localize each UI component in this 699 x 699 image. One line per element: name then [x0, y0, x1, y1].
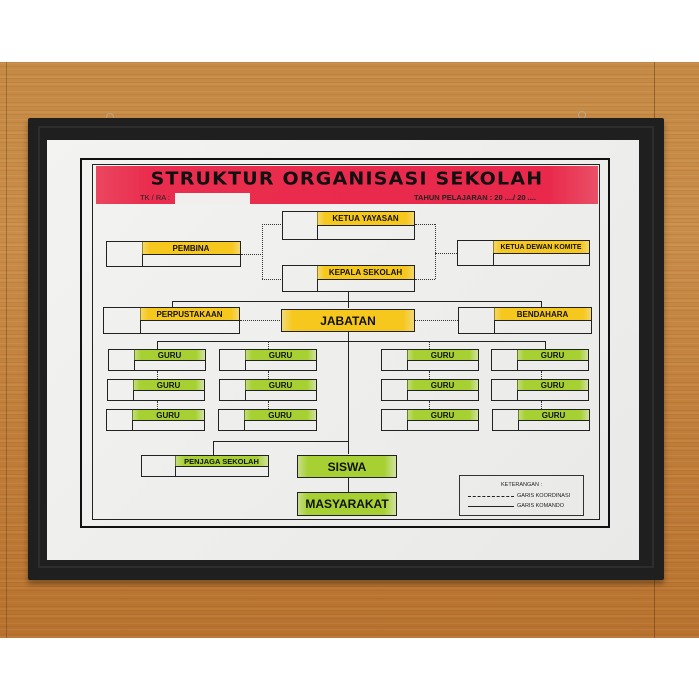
node-guru: GURU — [381, 349, 479, 371]
node-label: GURU — [517, 350, 588, 361]
node-label: GURU — [245, 350, 316, 361]
node-label: GURU — [517, 380, 588, 391]
node-label: PENJAGA SEKOLAH — [175, 456, 268, 467]
legend-box: KETERANGAN : GARIS KOORDINASI GARIS KOMA… — [459, 475, 584, 516]
node-label: PERPUSTAKAAN — [140, 308, 239, 321]
node-guru: GURU — [491, 379, 589, 401]
coordination-line — [435, 253, 457, 254]
dashed-line-icon — [468, 495, 514, 497]
command-line — [545, 341, 547, 349]
command-line — [213, 441, 349, 443]
coordination-line — [415, 279, 435, 280]
node-guru: GURU — [219, 379, 317, 401]
command-line — [157, 341, 546, 343]
coordination-line — [429, 341, 430, 349]
command-line — [348, 332, 350, 454]
academic-year-label: TAHUN PELAJARAN : 20 ..../ 20 .... — [414, 193, 536, 202]
node-bendahara: BENDAHARA — [458, 307, 592, 334]
node-label: GURU — [132, 410, 204, 421]
node-label: GURU — [407, 350, 478, 361]
node-label: KETUA DEWAN KOMITE — [493, 241, 589, 254]
command-line — [213, 441, 215, 455]
coordination-line — [268, 371, 269, 379]
title-fill-blank — [175, 193, 250, 204]
coordination-line — [541, 401, 542, 409]
coordination-line — [240, 320, 280, 321]
coordination-line — [429, 401, 430, 409]
frame-inner-edge — [38, 126, 654, 568]
legend-item-command: GARIS KOMANDO — [468, 503, 564, 509]
node-guru: GURU — [218, 409, 317, 431]
coordination-line — [241, 254, 263, 255]
chart-outer-border — [80, 158, 610, 528]
coordination-line — [415, 320, 458, 321]
legend-title: KETERANGAN : — [501, 482, 542, 488]
command-line — [172, 301, 542, 303]
command-line — [157, 341, 159, 349]
node-guru: GURU — [108, 349, 206, 371]
node-label: GURU — [244, 410, 316, 421]
chart-inner-border — [92, 164, 600, 520]
coordination-line — [435, 224, 436, 279]
command-line — [172, 301, 174, 308]
node-siswa: SISWA — [297, 455, 397, 478]
node-label: GURU — [518, 410, 589, 421]
command-line — [348, 478, 350, 492]
node-label: GURU — [245, 380, 316, 391]
coordination-line — [157, 401, 158, 409]
coordination-line — [268, 401, 269, 409]
node-label: GURU — [134, 350, 205, 361]
node-guru: GURU — [381, 379, 479, 401]
chart-title: STRUKTUR ORGANISASI SEKOLAH — [150, 168, 544, 190]
solid-line-icon — [468, 505, 514, 507]
node-label: KEPALA SEKOLAH — [317, 266, 414, 280]
legend-label: GARIS KOORDINASI — [517, 493, 571, 499]
node-guru: GURU — [491, 349, 589, 371]
coordination-line — [268, 341, 269, 349]
node-guru: GURU — [492, 409, 590, 431]
node-label: GURU — [133, 380, 204, 391]
node-kepala-sekolah: KEPALA SEKOLAH — [282, 265, 415, 292]
node-perpustakaan: PERPUSTAKAAN — [103, 307, 240, 334]
school-name-label: TK / RA : — [140, 193, 171, 202]
node-label: BENDAHARA — [494, 308, 591, 321]
node-guru: GURU — [381, 409, 479, 431]
node-guru: GURU — [219, 349, 317, 371]
legend-label: GARIS KOMANDO — [517, 503, 565, 509]
node-label: GURU — [407, 410, 478, 421]
node-jabatan: JABATAN — [281, 309, 415, 332]
node-label: PEMBINA — [142, 242, 240, 255]
coordination-line — [415, 224, 435, 225]
node-penjaga-sekolah: PENJAGA SEKOLAH — [141, 455, 269, 477]
command-line — [348, 291, 350, 308]
wall-seam — [6, 62, 7, 638]
coordination-line — [541, 371, 542, 379]
node-pembina: PEMBINA — [106, 241, 241, 267]
coordination-line — [262, 279, 283, 280]
command-line — [541, 301, 543, 308]
coordination-line — [262, 224, 263, 279]
legend-item-coordination: GARIS KOORDINASI — [468, 493, 570, 499]
node-ketua-yayasan: KETUA YAYASAN — [282, 211, 415, 240]
coordination-line — [429, 371, 430, 379]
node-label: KETUA YAYASAN — [317, 212, 414, 226]
coordination-line — [262, 224, 283, 225]
node-masyarakat: MASYARAKAT — [297, 492, 397, 516]
node-guru: GURU — [107, 379, 205, 401]
node-ketua-dewan-komite: KETUA DEWAN KOMITE — [457, 240, 590, 266]
node-label: GURU — [407, 380, 478, 391]
coordination-line — [157, 371, 158, 379]
node-guru: GURU — [106, 409, 205, 431]
